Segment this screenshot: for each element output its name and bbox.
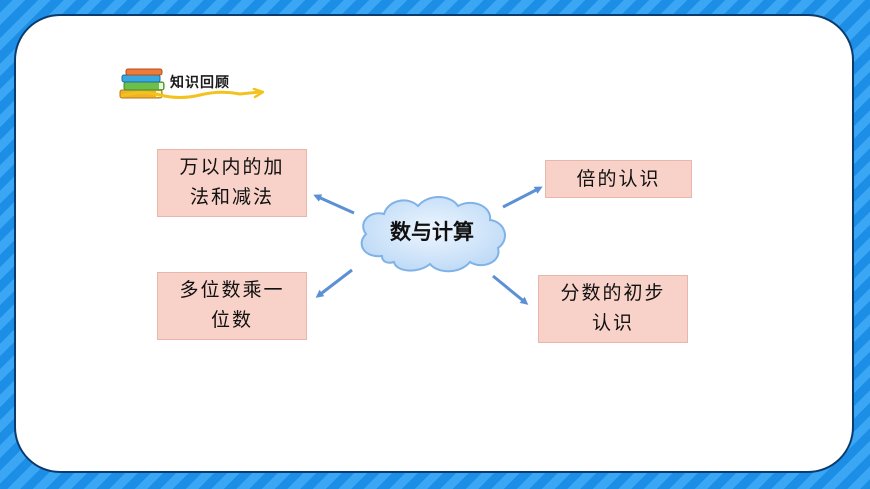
- topic-box-addition-subtraction: 万以内的加 法和减法: [157, 149, 307, 217]
- center-topic-label: 数与计算: [390, 219, 474, 244]
- center-topic: 数与计算: [352, 190, 512, 276]
- topic-box-multiples: 倍的认识: [545, 160, 692, 198]
- topic-line: 位数: [210, 309, 253, 331]
- topic-line: 认识: [591, 312, 634, 334]
- topic-line: 倍的认识: [576, 168, 661, 190]
- topic-line: 法和减法: [189, 186, 274, 208]
- topic-line: 多位数乘一: [179, 279, 285, 301]
- topic-line: 分数的初步: [560, 282, 666, 304]
- cloud-icon: [360, 196, 506, 273]
- topic-line: 万以内的加: [179, 156, 285, 178]
- topic-box-fractions: 分数的初步 认识: [538, 275, 688, 343]
- wave-underline-icon: [120, 88, 264, 99]
- section-header: 知识回顾: [116, 66, 266, 106]
- topic-box-multiplication: 多位数乘一 位数: [157, 272, 307, 340]
- section-title: 知识回顾: [170, 75, 230, 91]
